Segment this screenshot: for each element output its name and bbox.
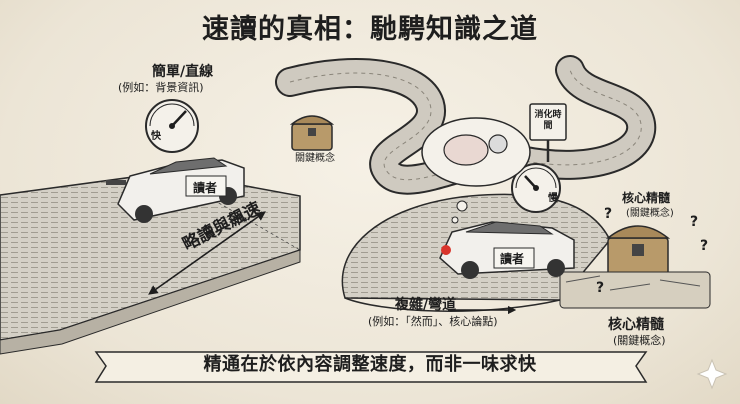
- svg-text:?: ?: [700, 238, 708, 254]
- complex-heading: 複雜/彎道: [395, 297, 457, 313]
- core-sub-bottom: (關鍵概念): [613, 334, 666, 347]
- car-left-label: 讀者: [193, 181, 218, 195]
- svg-text:?: ?: [690, 214, 698, 230]
- core-sub-top: (關鍵概念): [626, 208, 674, 219]
- car-right-label: 讀者: [500, 252, 525, 266]
- slow-gauge-label: 慢: [548, 193, 558, 204]
- race-car-left: [106, 157, 245, 223]
- sparkle-icon: [696, 358, 728, 390]
- digest-sign-label: 消化時間: [534, 110, 562, 132]
- simple-example: (例如：背景資訊): [118, 81, 204, 94]
- banner-text: 精通在於依內容調整速度，而非一味求快: [203, 354, 537, 375]
- core-heading-bottom: 核心精髓: [608, 317, 664, 333]
- complex-example: (例如：「然而」、核心論點): [368, 315, 498, 328]
- treasure-chest-small: [289, 115, 335, 151]
- page-title: 速讀的真相：馳騁知識之道: [202, 14, 538, 45]
- key-concepts-label: 關鍵概念: [295, 153, 335, 164]
- fast-gauge-label: 快: [151, 131, 161, 142]
- skim-double-arrow: [148, 211, 266, 295]
- svg-text:?: ?: [596, 280, 604, 296]
- race-car-right: [439, 221, 575, 279]
- slow-gauge: [511, 163, 561, 213]
- question-marks: ????: [596, 206, 708, 296]
- treasure-chest-large: [559, 225, 711, 309]
- thought-cloud: [421, 117, 531, 224]
- core-heading-top: 核心精髓: [622, 191, 671, 205]
- banner-ribbon: [94, 351, 648, 383]
- simple-heading: 簡單/直線: [152, 64, 214, 80]
- fast-gauge: [145, 99, 199, 153]
- svg-text:?: ?: [604, 206, 612, 222]
- digest-signpost: [529, 103, 567, 162]
